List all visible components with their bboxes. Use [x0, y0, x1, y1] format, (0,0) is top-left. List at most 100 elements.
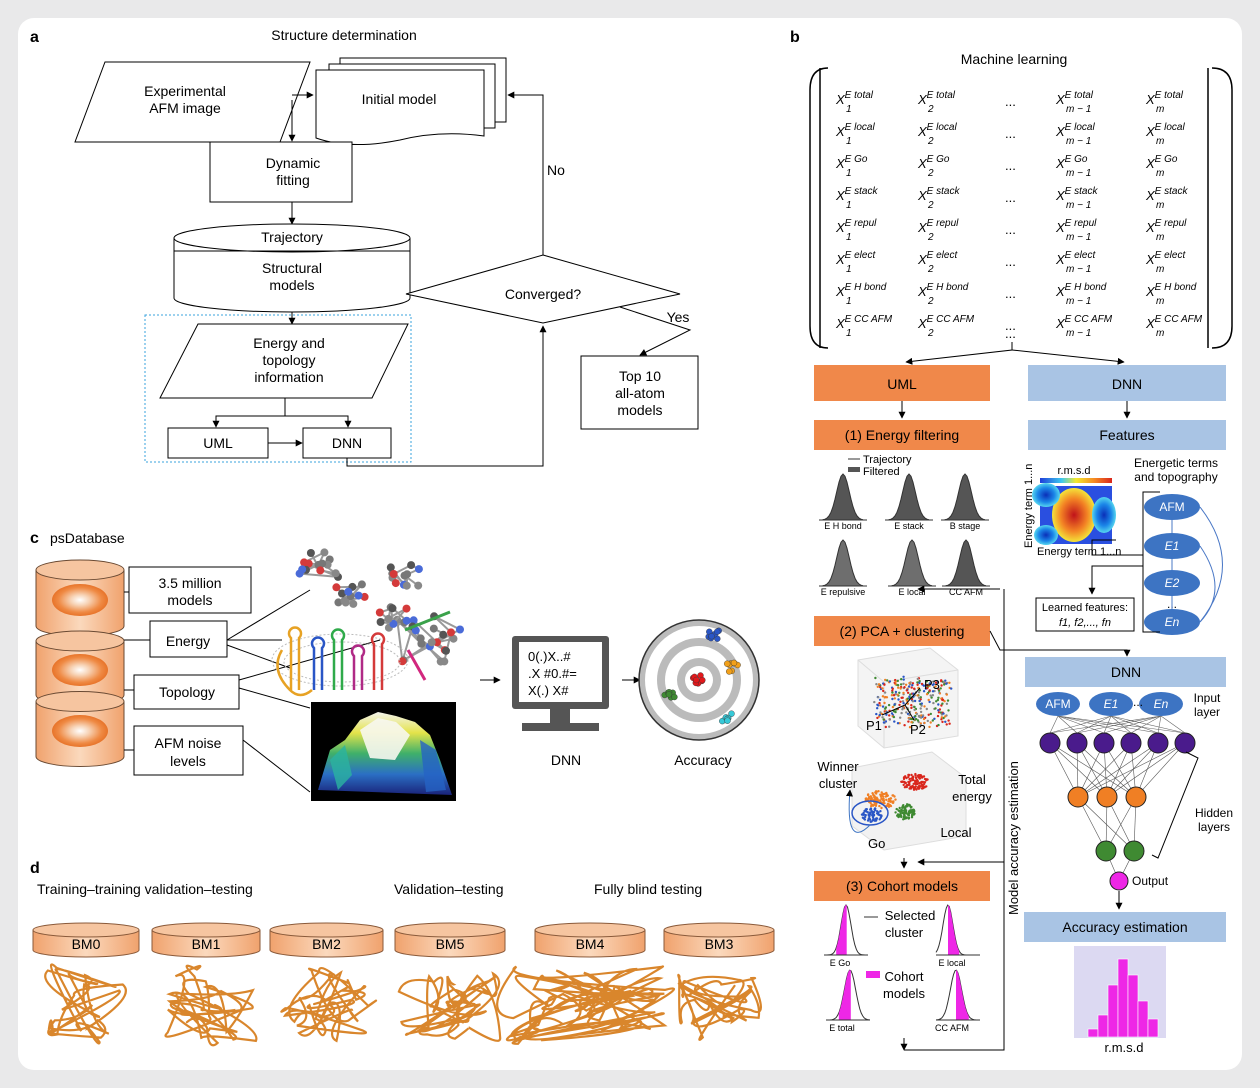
nn-input-label: En: [1154, 697, 1169, 711]
panel-b-title: Machine learning: [961, 51, 1068, 67]
pca-point: [932, 680, 935, 683]
matrix-cell-subscript: m: [1156, 136, 1164, 147]
cluster-point: [898, 806, 901, 810]
cluster-point: [885, 798, 888, 801]
pca-point: [946, 699, 950, 702]
converged-diamond: [405, 254, 681, 324]
nn-edge: [1049, 742, 1108, 798]
cluster-point: [872, 817, 875, 821]
dataset-cylinder-top: [32, 922, 140, 938]
molecule-atom: [402, 604, 411, 613]
molecule-atom: [360, 592, 369, 601]
cluster-point: [900, 815, 903, 819]
cluster-point: [864, 815, 867, 819]
molecule-atom: [344, 587, 353, 596]
protein-strand: [164, 964, 258, 1047]
pca-point: [910, 686, 913, 689]
pca-scatter: [857, 647, 959, 749]
pca-point: [913, 699, 917, 703]
hairpin-loop: [310, 636, 326, 690]
pca-point: [899, 700, 902, 703]
nn-edge: [1076, 742, 1137, 798]
histogram-label: E H bond: [824, 521, 862, 531]
pca-point: [884, 678, 887, 682]
hidden-layers-1: Hidden: [1195, 806, 1233, 820]
pca-point: [940, 716, 943, 719]
molecule-atom: [376, 618, 385, 626]
pca-point: [918, 689, 922, 692]
pca-point: [916, 694, 919, 697]
pca-point: [878, 698, 882, 701]
nn-edge: [1135, 742, 1186, 798]
matrix-cell-subscript: 1: [846, 168, 852, 179]
pca-point: [930, 696, 933, 699]
rmsd-bar: [1137, 1000, 1149, 1038]
nn-input-node: [1089, 692, 1133, 716]
heatmap-xlabel: Energy term 1...n: [1037, 546, 1121, 558]
group-label-blind: Fully blind testing: [594, 881, 702, 897]
matrix-cell-superscript: E local: [1065, 122, 1096, 133]
cluster-point: [875, 818, 878, 821]
pca-point: [881, 695, 885, 698]
afm-image-label-2: AFM image: [149, 100, 221, 116]
cluster-point: [902, 783, 905, 787]
cluster-point: [867, 818, 870, 821]
pca-point: [929, 694, 932, 697]
pca-point: [899, 716, 902, 719]
matrix-cell-superscript: E Go: [845, 154, 868, 165]
trajectory-label: Trajectory: [261, 229, 323, 245]
matrix-cell-superscript: E total: [845, 90, 874, 101]
cluster-point: [865, 810, 868, 813]
cluster-point: [908, 804, 912, 807]
pca-point: [888, 725, 891, 728]
cluster-point: [908, 777, 911, 781]
histogram-filled: [889, 474, 929, 520]
rmsd-bar: [1127, 974, 1139, 1038]
pca-point: [897, 698, 900, 701]
panel-a-letter: a: [30, 29, 39, 46]
pca-point: [940, 679, 943, 682]
pca-point: [878, 713, 881, 717]
matrix-cell-subscript: 2: [927, 104, 934, 115]
accuracy-estimation-header: [1024, 912, 1226, 942]
pca-point: [944, 715, 947, 718]
histogram-curve: [822, 473, 864, 521]
cluster-point: [906, 805, 909, 808]
molecule-atom: [411, 626, 420, 635]
pca-point: [875, 712, 878, 716]
molecule-atom: [389, 619, 398, 628]
feature-node: [1144, 494, 1200, 520]
matrix-cell-superscript: E stack: [1065, 186, 1099, 197]
pca-point: [888, 718, 891, 721]
total-energy-1: Total: [958, 772, 986, 787]
matrix-cell-subscript: 1: [846, 104, 852, 115]
pca-point: [900, 696, 903, 699]
pca-point: [899, 687, 902, 690]
cluster-point: [888, 799, 892, 802]
histogram-curve: [944, 473, 986, 521]
matrix-cell-subscript: m − 1: [1066, 200, 1091, 211]
pca-point: [913, 687, 916, 690]
pca-point: [888, 680, 892, 683]
nn-hidden-node: [1174, 732, 1196, 754]
pca-point: [937, 709, 940, 712]
pca-point: [874, 676, 877, 680]
pca-point: [894, 710, 897, 714]
cohort-legend-2: models: [883, 986, 925, 1001]
pca-point: [892, 694, 896, 697]
protein-strand: [677, 973, 762, 1041]
pca-header: [814, 616, 990, 646]
nn-hidden-node: [1123, 840, 1145, 862]
dnn2-header: [1025, 657, 1226, 687]
cluster-point: [864, 808, 867, 811]
matrix-ellipsis: ...: [1005, 190, 1016, 205]
energy-label: Energy: [166, 633, 210, 649]
million-label-1: 3.5 million: [158, 575, 221, 591]
pca-point: [931, 683, 934, 687]
molecule-bond-highlight: [404, 610, 451, 632]
pca-point: [883, 683, 886, 686]
pca-point: [923, 705, 926, 708]
hairpin-outline: [271, 633, 409, 687]
pca-point: [905, 711, 908, 714]
pca-point: [881, 716, 884, 719]
